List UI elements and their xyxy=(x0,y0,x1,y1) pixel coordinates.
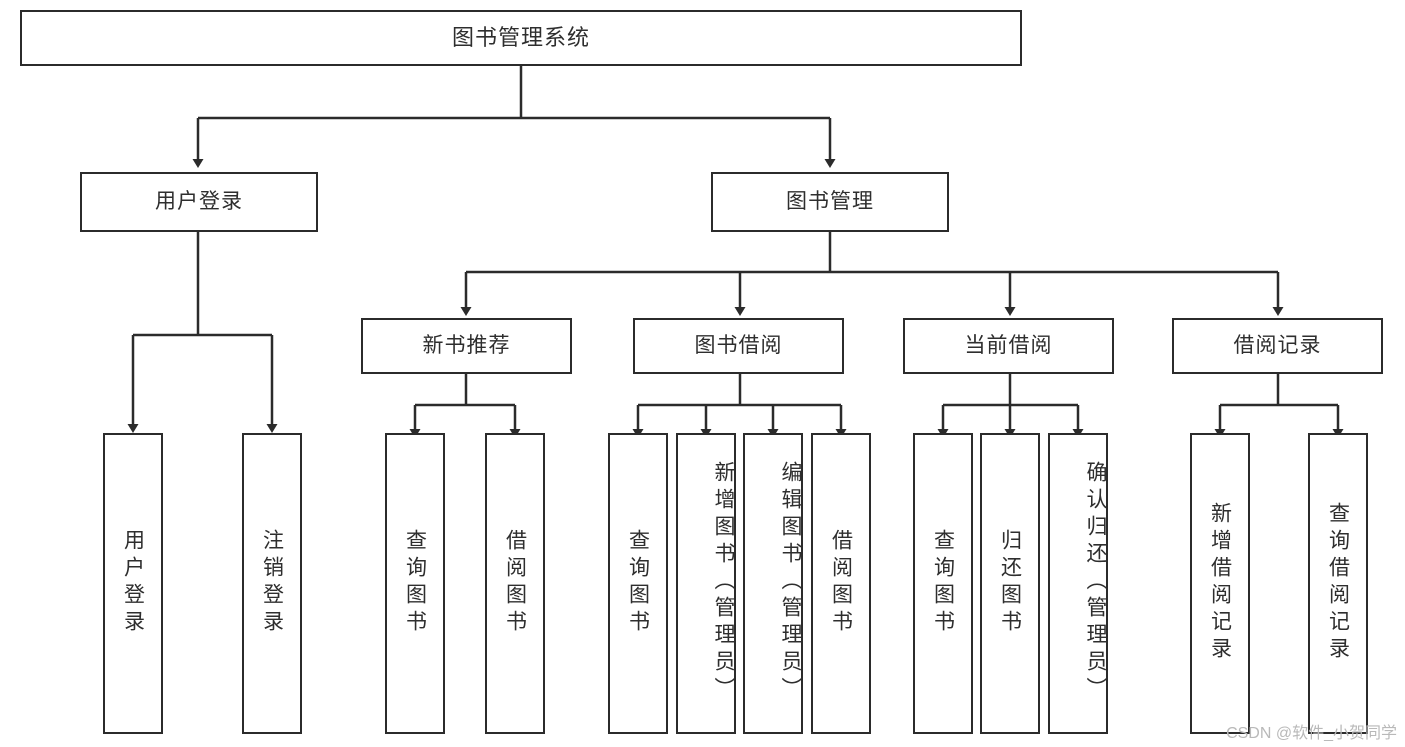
node-label: 查询图书 xyxy=(403,528,427,637)
node-leaf-query-book-1[interactable]: 查询图书 xyxy=(385,433,445,734)
node-label: 注销登录 xyxy=(260,528,284,637)
node-label: 查询图书 xyxy=(626,528,650,637)
node-new-book-recommend[interactable]: 新书推荐 xyxy=(361,318,572,374)
node-label: 归还图书 xyxy=(998,528,1022,637)
node-leaf-user-login[interactable]: 用户登录 xyxy=(103,433,163,734)
node-label: 查询图书 xyxy=(931,528,955,637)
node-label: 新增图书（管理员） xyxy=(712,461,735,704)
node-leaf-borrow-book-1[interactable]: 借阅图书 xyxy=(485,433,545,734)
node-current-borrow[interactable]: 当前借阅 xyxy=(903,318,1114,374)
node-label: 图书管理系统 xyxy=(451,24,590,50)
node-leaf-add-book[interactable]: 新增图书（管理员） xyxy=(676,433,736,734)
node-leaf-add-record[interactable]: 新增借阅记录 xyxy=(1190,433,1250,734)
node-leaf-query-book-2[interactable]: 查询图书 xyxy=(608,433,668,734)
node-label: 借阅记录 xyxy=(1233,334,1322,358)
node-leaf-edit-book[interactable]: 编辑图书（管理员） xyxy=(743,433,803,734)
node-borrow-record[interactable]: 借阅记录 xyxy=(1172,318,1383,374)
node-leaf-return-book[interactable]: 归还图书 xyxy=(980,433,1040,734)
node-label: 确认归还（管理员） xyxy=(1084,461,1107,704)
node-leaf-borrow-book-2[interactable]: 借阅图书 xyxy=(811,433,871,734)
node-label: 新增借阅记录 xyxy=(1208,501,1232,664)
node-leaf-query-book-3[interactable]: 查询图书 xyxy=(913,433,973,734)
node-leaf-query-record[interactable]: 查询借阅记录 xyxy=(1308,433,1368,734)
node-book-borrow[interactable]: 图书借阅 xyxy=(633,318,844,374)
node-book-manage[interactable]: 图书管理 xyxy=(711,172,949,232)
node-user-login[interactable]: 用户登录 xyxy=(80,172,318,232)
node-label: 当前借阅 xyxy=(964,334,1053,358)
node-label: 编辑图书（管理员） xyxy=(779,461,802,704)
node-leaf-user-logout[interactable]: 注销登录 xyxy=(242,433,302,734)
node-label: 借阅图书 xyxy=(829,528,853,637)
node-label: 图书借阅 xyxy=(694,334,783,358)
node-root-system[interactable]: 图书管理系统 xyxy=(20,10,1022,66)
node-label: 用户登录 xyxy=(155,190,243,214)
node-leaf-confirm-return[interactable]: 确认归还（管理员） xyxy=(1048,433,1108,734)
node-label: 图书管理 xyxy=(786,190,874,214)
node-label: 新书推荐 xyxy=(422,334,511,358)
watermark-text: CSDN @软件_小贺同学 xyxy=(1226,725,1397,742)
node-label: 用户登录 xyxy=(121,528,145,637)
node-label: 查询借阅记录 xyxy=(1326,501,1350,664)
node-label: 借阅图书 xyxy=(503,528,527,637)
